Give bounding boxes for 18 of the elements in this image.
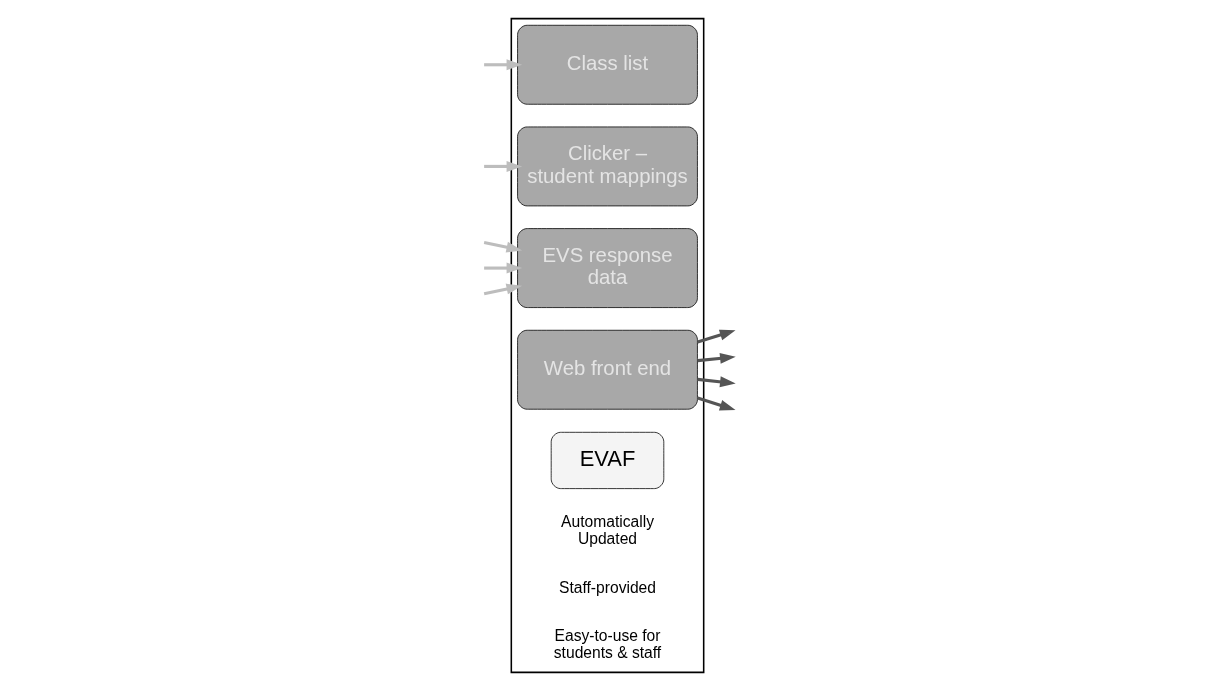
node-box: EVAF (550, 431, 665, 489)
label: Automatically Updated (561, 512, 654, 548)
arrow (697, 396, 736, 411)
label: Easy-to-use for students & staff (553, 627, 662, 662)
cluster (510, 17, 705, 674)
arrow (483, 283, 523, 296)
arrow (697, 352, 736, 364)
node-box: Clicker – student mappings (517, 126, 698, 207)
node-box: Class list (517, 24, 698, 105)
arrow (484, 160, 523, 172)
arrow (484, 262, 523, 274)
arrow (697, 376, 736, 388)
arrow (484, 59, 523, 71)
node-box: EVS response data (517, 228, 698, 308)
arrow (483, 240, 523, 253)
label: Staff-provided (559, 578, 656, 596)
node-box: Web front end (517, 329, 698, 410)
arrow (697, 329, 736, 344)
